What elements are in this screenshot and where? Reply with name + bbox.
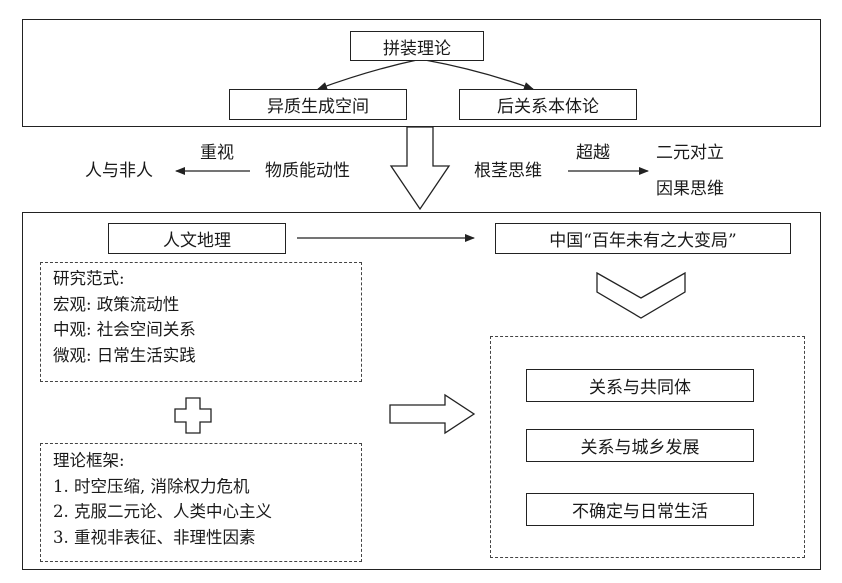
transcend-label: 超越	[576, 143, 610, 163]
outcome-box: 不确定与日常生活	[526, 493, 754, 526]
research-paradigm-box	[40, 262, 362, 382]
human-nonhuman-text: 人与非人	[85, 161, 153, 181]
material-agency-text: 物质能动性	[265, 161, 350, 181]
arrow-to-heterogeneous-space	[317, 59, 418, 90]
outcome-box: 关系与共同体	[526, 369, 754, 402]
post-relational-ontology-box: 后关系本体论	[459, 89, 637, 120]
right-block-arrow	[389, 393, 476, 435]
paradigm-title: 研究范式:	[53, 269, 125, 288]
arrow-to-post-relational-ontology	[424, 59, 534, 90]
framework-item: 3. 重视非表征、非理性因素	[53, 527, 256, 547]
causal-thinking-text: 因果思维	[656, 179, 724, 199]
paradigm-item: 中观: 社会空间关系	[53, 320, 196, 339]
china-great-changes-box: 中国“百年未有之大变局”	[495, 223, 791, 254]
human-geography-box: 人文地理	[108, 223, 286, 254]
split-arrows	[317, 59, 534, 90]
outcomes-group-box	[490, 336, 805, 558]
paradigm-item: 宏观: 政策流动性	[53, 294, 180, 314]
theoretical-framework-text: 理论框架: 1. 时空压缩, 消除权力危机 2. 克服二元论、人类中心主义 3.…	[53, 448, 272, 550]
bottom-frame	[22, 212, 821, 570]
plus-icon	[174, 397, 212, 434]
outcome-box: 关系与城乡发展	[526, 429, 754, 462]
assemblage-theory-box: 拼装理论	[350, 31, 484, 61]
research-paradigm-text: 研究范式: 宏观: 政策流动性 中观: 社会空间关系 微观: 日常生活实践	[53, 266, 196, 368]
big-down-arrow	[389, 126, 451, 211]
emphasis-label: 重视	[200, 143, 234, 163]
chevron-down-icon	[596, 271, 686, 319]
theoretical-framework-box	[40, 443, 362, 562]
framework-title: 理论框架:	[53, 451, 125, 470]
rhizome-thinking-text: 根茎思维	[474, 161, 542, 181]
heterogeneous-space-box: 异质生成空间	[229, 89, 407, 120]
binary-opposition-text: 二元对立	[656, 143, 724, 163]
paradigm-item: 微观: 日常生活实践	[53, 345, 196, 365]
framework-item: 1. 时空压缩, 消除权力危机	[53, 476, 250, 496]
framework-item: 2. 克服二元论、人类中心主义	[53, 502, 272, 521]
